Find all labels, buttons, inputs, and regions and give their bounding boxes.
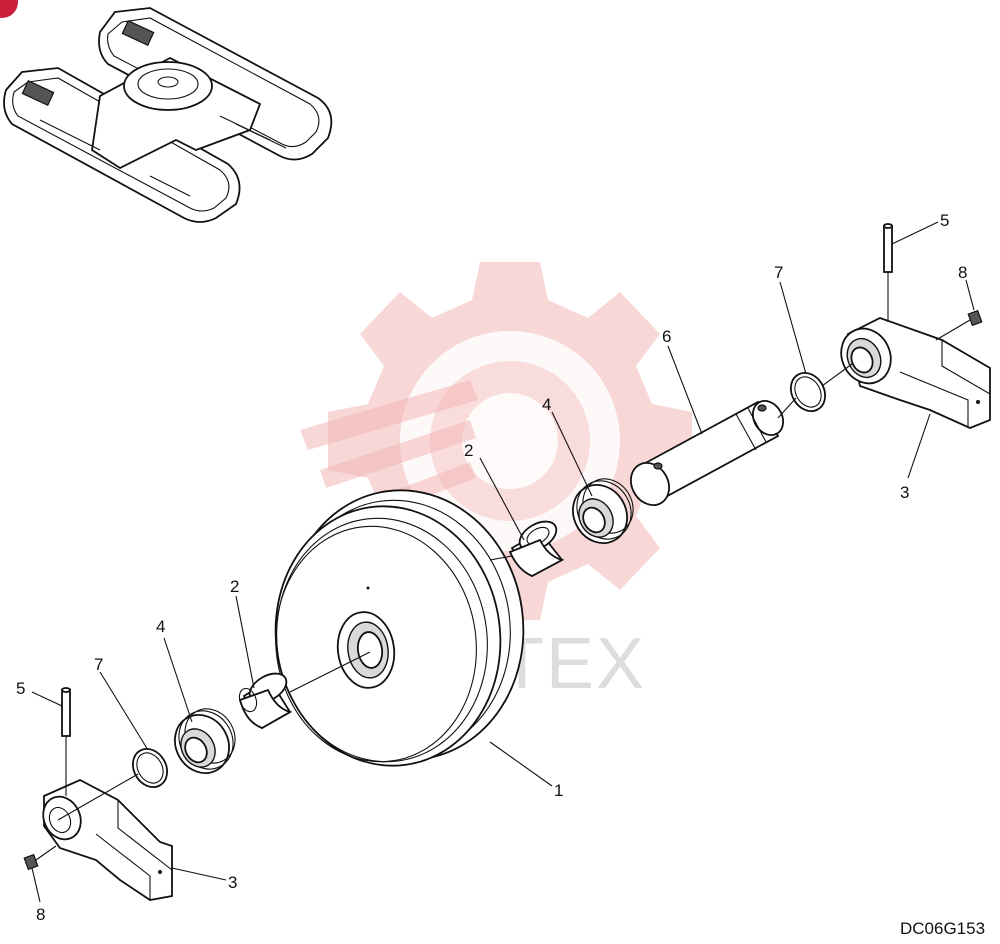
- callout-3-right: 3: [900, 483, 909, 502]
- callout-4-left: 4: [156, 617, 165, 636]
- snap-ring-left: [132, 748, 168, 788]
- leader-lines: [31, 221, 975, 903]
- undercarriage-thumbnail: [3, 7, 333, 223]
- callout-7-right: 7: [774, 263, 783, 282]
- callout-7-left: 7: [94, 655, 103, 674]
- bushing-left: [238, 672, 293, 730]
- bracket-right: [840, 317, 991, 429]
- callout-6: 6: [662, 327, 671, 346]
- drawing-code: DC06G153: [900, 919, 985, 938]
- callout-1: 1: [554, 781, 563, 800]
- callout-2-left: 2: [230, 577, 239, 596]
- idler-wheel: [274, 489, 525, 767]
- callout-8-right: 8: [958, 263, 967, 282]
- callout-3-left: 3: [228, 873, 237, 892]
- callout-8-left: 8: [36, 905, 45, 924]
- callout-5-left: 5: [16, 679, 25, 698]
- callout-5-right: 5: [940, 211, 949, 230]
- callout-2-right: 2: [464, 441, 473, 460]
- seal-right: [572, 478, 634, 544]
- callout-4-right: 4: [542, 395, 551, 414]
- bracket-left: [42, 779, 173, 901]
- assembly-axis-lines: [35, 272, 971, 861]
- bushing-right: [508, 520, 565, 578]
- pin-right: [883, 223, 893, 273]
- seal-left: [174, 708, 236, 774]
- plug-right: [967, 309, 983, 327]
- pin-left: [61, 687, 71, 737]
- plug-left: [23, 853, 39, 871]
- snap-ring-right: [790, 372, 826, 412]
- corner-badge: [0, 0, 18, 18]
- shaft: [630, 400, 784, 506]
